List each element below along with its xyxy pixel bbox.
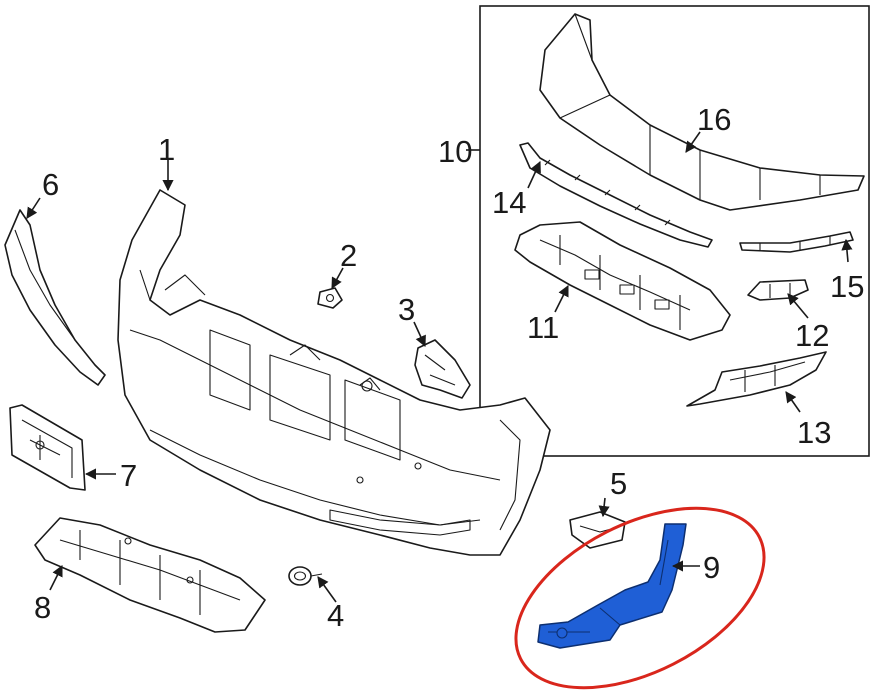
leader-5 — [598, 497, 610, 518]
callout-13: 13 — [797, 415, 831, 450]
callout-16: 16 — [697, 102, 731, 137]
highlight-ring — [514, 506, 766, 690]
part-4-grommet — [288, 566, 323, 586]
callout-1: 1 — [158, 132, 175, 167]
leader-8 — [49, 564, 63, 591]
leader-4 — [317, 576, 337, 603]
subassembly-frame — [479, 5, 870, 457]
callout-4: 4 — [327, 598, 344, 633]
part-16-upper-beam — [539, 13, 865, 211]
leader-2 — [331, 267, 344, 289]
callout-11: 11 — [527, 310, 559, 345]
callout-2: 2 — [340, 238, 357, 273]
callout-12: 12 — [795, 318, 829, 353]
leader-11 — [554, 284, 569, 313]
leader-14 — [527, 160, 541, 189]
leader-12 — [787, 293, 809, 319]
part-15-strip — [739, 231, 854, 253]
part-7-plate-bracket — [9, 404, 86, 491]
part-12-bracket — [747, 279, 809, 301]
callout-14: 14 — [492, 185, 526, 220]
leader-6 — [26, 197, 41, 219]
callout-8: 8 — [34, 590, 51, 625]
part-8-undertray — [34, 517, 266, 633]
leader-13 — [785, 391, 801, 413]
part-3-bracket — [414, 339, 471, 399]
part-2-clip — [317, 287, 343, 309]
part-13-lip — [686, 351, 827, 407]
callout-6: 6 — [42, 167, 59, 202]
callout-3: 3 — [398, 292, 415, 327]
callout-7: 7 — [120, 458, 137, 493]
callout-15: 15 — [830, 269, 864, 304]
callout-5: 5 — [610, 466, 627, 501]
part-11-absorber — [514, 221, 731, 341]
callout-10: 10 — [438, 134, 472, 169]
part-1-bumper-cover — [117, 189, 551, 556]
leader-3 — [413, 321, 426, 348]
part-6-side-trim — [4, 209, 106, 386]
leader-16 — [685, 131, 701, 153]
callout-9: 9 — [703, 550, 720, 585]
part-5-clip — [569, 511, 626, 549]
leader-15 — [841, 238, 853, 263]
part-14-strip — [519, 142, 713, 248]
